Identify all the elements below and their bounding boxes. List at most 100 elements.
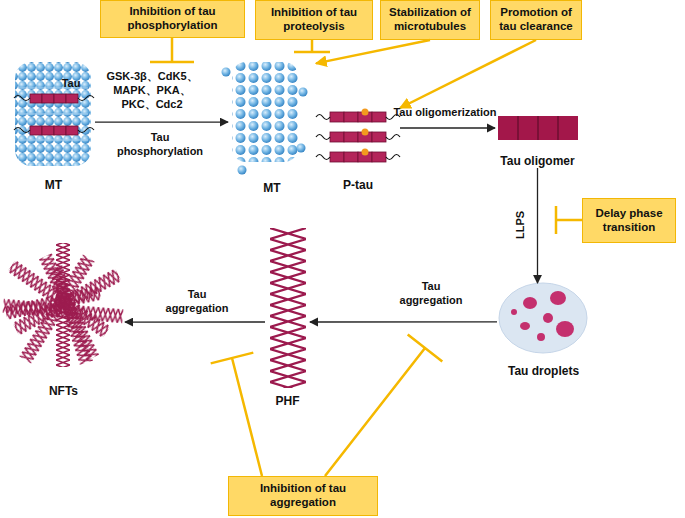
droplets-drawing	[543, 313, 553, 323]
strategy-arrow	[316, 40, 430, 63]
connector-line	[400, 127, 495, 128]
tau-strand	[66, 126, 78, 135]
droplets-drawing	[511, 309, 517, 315]
nft-drawing	[3, 243, 124, 367]
tau-strand	[66, 94, 78, 103]
strategy-box: Inhibition of tau phosphorylation	[100, 0, 245, 38]
node-text: Delay phase transition	[586, 207, 672, 235]
microtubule-drawing	[238, 166, 247, 175]
strategy-box: Inhibition of tau aggregation	[228, 476, 378, 516]
tau-oligomer: Tau oligomer	[495, 112, 580, 168]
strategy-box: Delay phase transition	[582, 198, 676, 243]
connector-line	[316, 40, 430, 63]
microtubule-drawing	[297, 144, 306, 153]
pathway-arrow	[310, 321, 497, 322]
phf-drawing	[270, 228, 306, 388]
neurofibrillary-tangles: NFTs	[2, 230, 125, 398]
microtubule-drawing	[232, 62, 298, 162]
phospho-tau-drawing	[386, 135, 400, 140]
node-text: PHF	[276, 394, 300, 408]
connector-line	[125, 321, 265, 322]
inhibitor-line	[325, 334, 442, 476]
node-text: Inhibition of tau aggregation	[232, 482, 374, 510]
phospho-tau-drawing	[344, 112, 358, 122]
tau-strand	[30, 126, 42, 135]
nft-drawing	[49, 265, 93, 364]
inhibitor-line	[150, 38, 194, 62]
process-label: LLPS	[514, 209, 528, 241]
phospho-tau-drawing	[386, 155, 400, 160]
pathway-arrow	[537, 168, 538, 283]
node-text: Stabilization of microtubules	[384, 6, 476, 34]
microtubule-drawing	[222, 62, 308, 175]
strategy-arrow	[400, 40, 536, 108]
pathway-arrow	[125, 322, 265, 323]
kinase-list: GSK-3β、CdK5、 MAPK、PKA、 PKC、Cdc2	[98, 70, 206, 111]
phospho-tau-drawing	[316, 135, 330, 140]
tau-strand	[42, 94, 54, 103]
nft-drawing	[5, 286, 102, 320]
droplets-drawing	[499, 283, 587, 353]
strategy-box: Promotion of tau clearance	[490, 0, 582, 40]
phospho-tau-drawing	[330, 132, 344, 142]
inhibition-bar	[294, 51, 330, 54]
microtubule-drawing	[222, 68, 231, 77]
node-text: Promotion of tau clearance	[494, 6, 578, 34]
node-text: Inhibition of tau phosphorylation	[104, 5, 241, 33]
connector-line	[310, 321, 497, 322]
node-text: Tau droplets	[508, 364, 579, 378]
microtubule-drawing	[15, 62, 91, 166]
droplets-drawing	[537, 333, 545, 341]
process-label: Tau aggregation	[390, 280, 472, 308]
phospho-tau-drawing	[344, 152, 358, 162]
microtubule-drawing	[299, 88, 308, 97]
phospho-tau-drawing	[372, 112, 386, 122]
tau-strand	[14, 94, 94, 103]
tau-strand	[42, 126, 54, 135]
phospho-tau-drawing	[316, 109, 400, 163]
node-text: NFTs	[49, 384, 78, 398]
process-label: Tau aggregation	[156, 288, 238, 316]
process-label: Tau phosphorylation	[110, 131, 210, 159]
strategy-box: Inhibition of tau proteolysis	[255, 0, 373, 40]
phospho-tau-drawing	[362, 129, 369, 136]
droplets-drawing	[556, 321, 574, 337]
pathway-arrow	[400, 128, 495, 129]
tau-strand	[14, 126, 94, 135]
droplets-drawing	[523, 297, 537, 309]
tau-strand	[54, 126, 66, 135]
phospho-tau-drawing	[362, 109, 369, 116]
inhibitor-line	[150, 38, 582, 476]
node-text: MT	[263, 181, 280, 195]
tau-strand	[54, 94, 66, 103]
connector-line	[537, 168, 538, 283]
phospho-tau-drawing	[316, 115, 330, 120]
inhibitor-line	[556, 206, 582, 234]
oligomer-drawing	[518, 116, 558, 140]
tau-label: Tau	[56, 77, 86, 91]
nft-drawing	[49, 265, 93, 364]
microtubule: MT	[12, 55, 95, 192]
tau-strand	[14, 128, 30, 133]
node-text: Tau oligomer	[500, 154, 574, 168]
oligomer-drawing	[498, 116, 578, 140]
process-label: Tau oligomerization	[380, 106, 510, 120]
tau-strand	[78, 96, 94, 101]
nft-drawing	[5, 286, 102, 320]
node-text: P-tau	[343, 178, 373, 192]
droplets-drawing	[520, 322, 530, 330]
paired-helical-filament: PHF	[265, 228, 310, 408]
tau-strand	[14, 96, 30, 101]
phospho-tau-drawing	[330, 112, 344, 122]
tau-droplets: Tau droplets	[497, 283, 590, 378]
phospho-tau: P-tau	[316, 108, 400, 192]
node-text: Inhibition of tau proteolysis	[259, 6, 369, 34]
oligomer-drawing	[498, 116, 578, 140]
droplets-drawing	[550, 291, 566, 305]
node-text: MT	[45, 178, 62, 192]
phospho-tau-drawing	[316, 155, 330, 160]
phf-drawing	[270, 228, 306, 388]
